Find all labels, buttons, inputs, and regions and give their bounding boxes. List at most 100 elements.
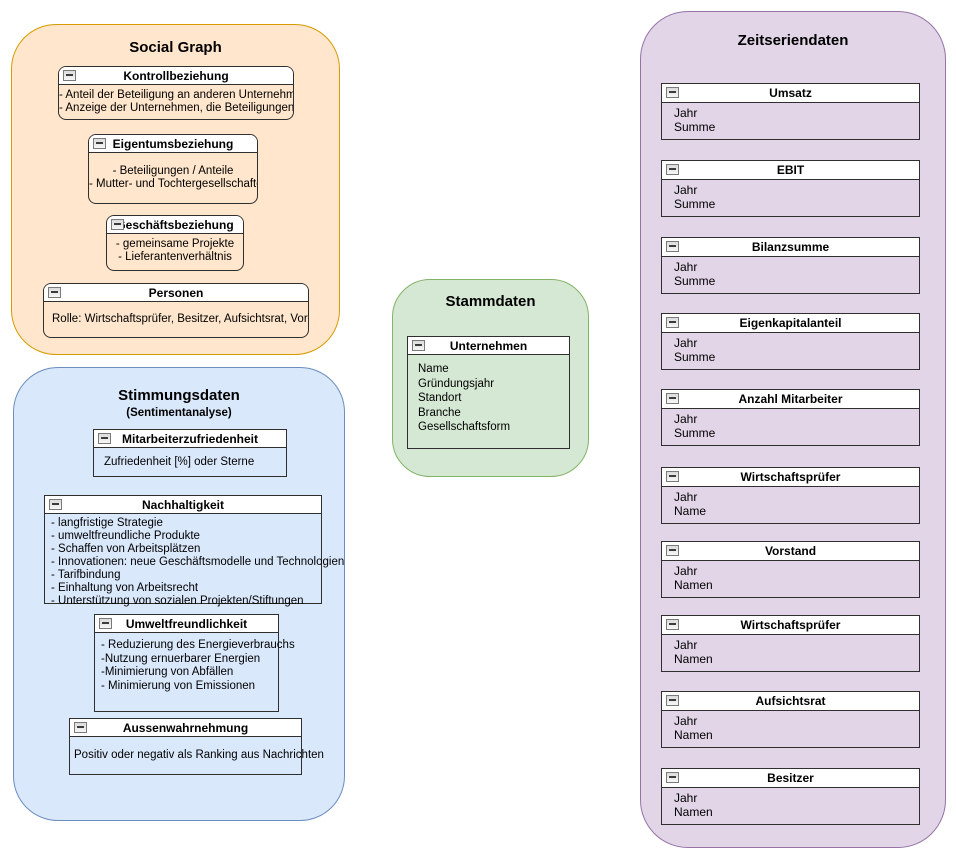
- entity-attribute-line: Summe: [674, 425, 716, 440]
- entity-header: Wirtschaftsprüfer: [662, 468, 919, 487]
- entity-eigentumsbeziehung[interactable]: Eigentumsbeziehung - Beteiligungen / Ant…: [88, 134, 258, 204]
- entity-header: Personen: [44, 284, 308, 302]
- collapse-minus-icon[interactable]: [93, 138, 106, 149]
- entity-body: - Anteil der Beteiligung an anderen Unte…: [59, 85, 293, 119]
- collapse-minus-icon[interactable]: [666, 393, 679, 404]
- collapse-minus-icon[interactable]: [666, 164, 679, 175]
- entity-body: Jahr Summe: [662, 409, 919, 445]
- collapse-minus-icon[interactable]: [666, 695, 679, 706]
- entity-aufsichtsrat[interactable]: Aufsichtsrat Jahr Namen: [661, 691, 920, 748]
- entity-attribute-line: Gründungsjahr: [418, 377, 495, 390]
- entity-attribute-line: Name: [418, 363, 449, 375]
- entity-body: Jahr Namen: [662, 788, 919, 824]
- entity-attribute-line: Jahr: [674, 638, 698, 652]
- collapse-minus-icon[interactable]: [666, 317, 679, 328]
- collapse-minus-icon[interactable]: [49, 499, 62, 510]
- entity-geschaeftsbeziehung[interactable]: Geschäftsbeziehung - gemeinsame Projekte…: [106, 215, 244, 271]
- entity-header: Umsatz: [662, 84, 919, 103]
- entity-attribute-line: Branche: [418, 406, 461, 419]
- entity-body: Rolle: Wirtschaftsprüfer, Besitzer, Aufs…: [44, 302, 308, 337]
- entity-header: Geschäftsbeziehung: [107, 216, 243, 234]
- collapse-minus-icon[interactable]: [111, 219, 124, 230]
- entity-attribute-line: - Lieferantenverhältnis: [118, 251, 232, 263]
- entity-umweltfreundlichkeit[interactable]: Umweltfreundlichkeit - Reduzierung des E…: [94, 614, 295, 712]
- entity-title: EBIT: [776, 163, 805, 177]
- entity-attribute-line: - Innovationen: neue Geschäftsmodelle un…: [51, 556, 345, 568]
- entity-umsatz[interactable]: Umsatz Jahr Summe: [661, 83, 920, 140]
- entity-body: Jahr Summe: [662, 257, 919, 293]
- entity-header: Anzahl Mitarbeiter: [662, 390, 919, 409]
- entity-title: Geschäftsbeziehung: [116, 218, 234, 232]
- entity-attribute-line: Namen: [674, 804, 713, 819]
- group-social-graph[interactable]: Social Graph Kontrollbeziehung - Anteil …: [11, 24, 340, 355]
- entity-header: Bilanzsumme: [662, 238, 919, 257]
- collapse-minus-icon[interactable]: [666, 471, 679, 482]
- entity-aussenwahrnehmung[interactable]: Aussenwahrnehmung Positiv oder negativ a…: [69, 718, 324, 775]
- group-stammdaten[interactable]: Stammdaten Unternehmen Name Gründungsjah…: [392, 279, 589, 477]
- collapse-minus-icon[interactable]: [666, 772, 679, 783]
- entity-title: Anzahl Mitarbeiter: [738, 392, 843, 406]
- entity-kontrollbeziehung[interactable]: Kontrollbeziehung - Anteil der Beteiligu…: [58, 66, 294, 120]
- group-title-stimmungsdaten: Stimmungsdaten: [118, 387, 240, 404]
- entity-attribute-line: - Beteiligungen / Anteile: [112, 165, 234, 177]
- entity-besitzer[interactable]: Besitzer Jahr Namen: [661, 768, 920, 825]
- entity-attribute-line: Standort: [418, 392, 462, 404]
- collapse-minus-icon[interactable]: [412, 340, 425, 351]
- collapse-minus-icon[interactable]: [666, 545, 679, 556]
- entity-body: Positiv oder negativ als Ranking aus Nac…: [70, 737, 324, 774]
- group-title-stammdaten: Stammdaten: [445, 293, 536, 310]
- entity-header: Aufsichtsrat: [662, 692, 919, 711]
- entity-title: Kontrollbeziehung: [123, 69, 229, 83]
- entity-anzahl-mitarbeiter[interactable]: Anzahl Mitarbeiter Jahr Summe: [661, 389, 920, 446]
- entity-mitarbeiterzufriedenheit[interactable]: Mitarbeiterzufriedenheit Zufriedenheit […: [93, 429, 287, 477]
- entity-vorstand[interactable]: Vorstand Jahr Namen: [661, 541, 920, 598]
- entity-unternehmen[interactable]: Unternehmen Name Gründungsjahr Standort …: [407, 336, 570, 449]
- collapse-minus-icon[interactable]: [63, 70, 76, 81]
- collapse-minus-icon[interactable]: [666, 87, 679, 98]
- group-zeitseriendaten[interactable]: Zeitseriendaten Umsatz Jahr Summe EBIT J…: [640, 11, 946, 848]
- group-stimmungsdaten[interactable]: Stimmungsdaten (Sentimentanalyse) Mitarb…: [13, 367, 345, 821]
- entity-body: Jahr Name: [662, 487, 919, 523]
- entity-attribute-line: Jahr: [674, 183, 698, 197]
- group-subtitle-sentimentanalyse: (Sentimentanalyse): [126, 407, 232, 419]
- entity-attribute-line: -Minimierung von Abfällen: [101, 666, 234, 678]
- entity-title: Aufsichtsrat: [755, 694, 826, 708]
- collapse-minus-icon[interactable]: [48, 287, 61, 298]
- entity-eigenkapitalanteil[interactable]: Eigenkapitalanteil Jahr Summe: [661, 313, 920, 370]
- collapse-minus-icon[interactable]: [74, 722, 87, 733]
- entity-attribute-line: Jahr: [674, 336, 698, 350]
- collapse-minus-icon[interactable]: [666, 241, 679, 252]
- entity-body: Jahr Summe: [662, 180, 919, 216]
- entity-attribute-line: Summe: [674, 119, 716, 134]
- entity-title: Nachhaltigkeit: [141, 498, 225, 512]
- entity-header: Vorstand: [662, 542, 919, 561]
- collapse-minus-icon[interactable]: [99, 618, 112, 629]
- entity-bilanzsumme[interactable]: Bilanzsumme Jahr Summe: [661, 237, 920, 294]
- entity-ebit[interactable]: EBIT Jahr Summe: [661, 160, 920, 217]
- entity-wirtschaftspruefer-2[interactable]: Wirtschaftsprüfer Jahr Namen: [661, 615, 920, 672]
- entity-header: Umweltfreundlichkeit: [95, 615, 278, 633]
- collapse-minus-icon[interactable]: [98, 433, 111, 444]
- entity-attribute-line: Jahr: [674, 564, 698, 578]
- entity-title: Aussenwahrnehmung: [122, 721, 249, 735]
- entity-attribute-line: Rolle: Wirtschaftsprüfer, Besitzer, Aufs…: [52, 313, 309, 325]
- group-title-social-graph: Social Graph: [129, 39, 222, 56]
- entity-body: Jahr Summe: [662, 333, 919, 369]
- entity-wirtschaftspruefer-1[interactable]: Wirtschaftsprüfer Jahr Name: [661, 467, 920, 524]
- entity-header: Besitzer: [662, 769, 919, 788]
- entity-nachhaltigkeit[interactable]: Nachhaltigkeit - langfristige Strategie …: [44, 495, 344, 607]
- entity-title: Besitzer: [767, 771, 814, 785]
- entity-title: Umsatz: [769, 86, 812, 100]
- entity-title: Unternehmen: [449, 339, 528, 353]
- entity-title: Personen: [148, 286, 204, 300]
- collapse-minus-icon[interactable]: [666, 619, 679, 630]
- entity-header: Aussenwahrnehmung: [70, 719, 301, 737]
- entity-attribute-line: Name: [674, 503, 707, 518]
- entity-attribute-line: - umweltfreundliche Produkte: [51, 530, 200, 542]
- entity-personen[interactable]: Personen Rolle: Wirtschaftsprüfer, Besit…: [43, 283, 309, 338]
- entity-body: - langfristige Strategie - umweltfreundl…: [45, 514, 345, 608]
- entity-attribute-line: Namen: [674, 577, 713, 592]
- entity-header: EBIT: [662, 161, 919, 180]
- entity-attribute-line: - Anzeige der Unternehmen, die Beteiligu…: [59, 102, 294, 114]
